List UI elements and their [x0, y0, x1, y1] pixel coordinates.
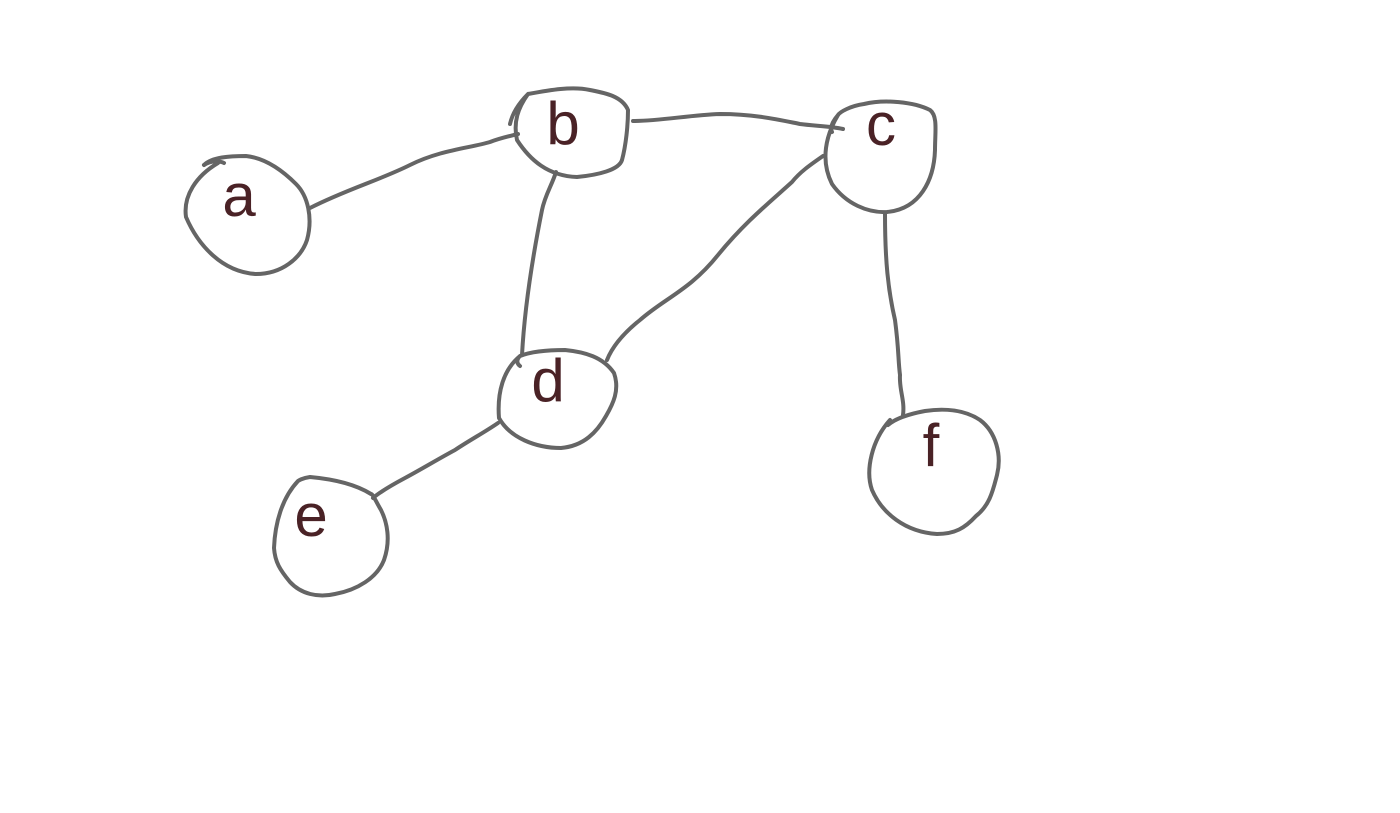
node-label: b — [546, 90, 579, 157]
edge-d-e — [371, 421, 500, 500]
node-outline — [867, 407, 1001, 536]
node-label: f — [923, 412, 940, 479]
node-label: c — [866, 91, 896, 158]
edges — [308, 112, 906, 500]
node-outline — [183, 154, 312, 276]
node-outline — [496, 348, 619, 450]
node-c: c — [823, 91, 938, 215]
node-label: e — [294, 482, 327, 549]
node-label: d — [531, 347, 564, 414]
node-a: a — [183, 154, 312, 276]
node-outline — [272, 475, 390, 598]
edge-a-b — [308, 132, 520, 210]
edge-b-c — [631, 112, 845, 131]
edge-c-d — [605, 154, 825, 362]
node-label: a — [222, 162, 256, 229]
node-f: f — [867, 407, 1001, 536]
node-b: b — [508, 86, 630, 179]
node-e: e — [272, 475, 390, 598]
node-outline — [508, 86, 630, 179]
node-outline-tick — [202, 159, 226, 167]
edge-b-d — [520, 170, 558, 357]
edge-c-f — [883, 212, 906, 417]
node-d: d — [496, 347, 619, 450]
node-outline — [823, 99, 938, 215]
